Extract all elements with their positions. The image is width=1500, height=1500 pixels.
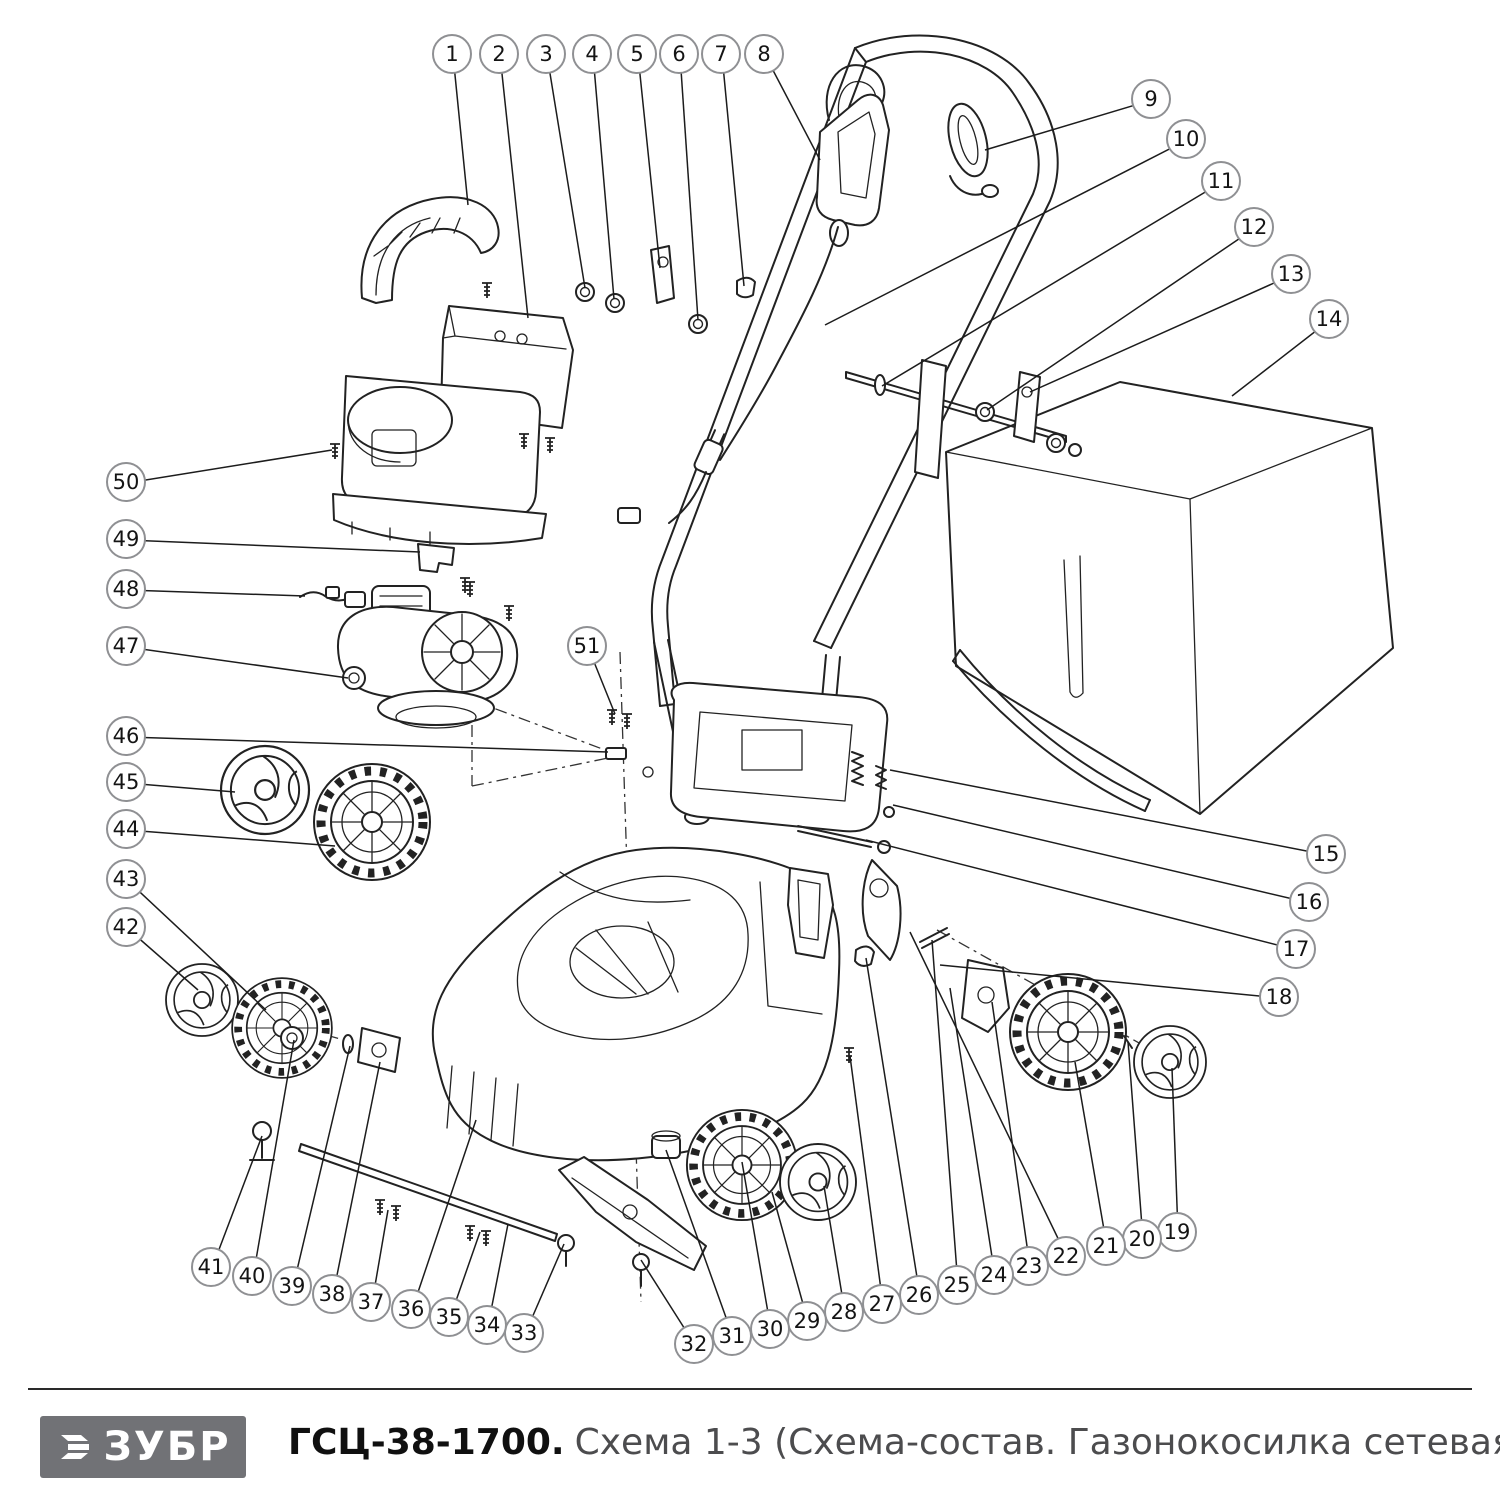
handle-knob [947,102,999,198]
footer-divider [28,1388,1472,1390]
brand-name: ЗУБР [103,1424,231,1470]
adjuster-rod [845,359,1082,479]
main-deck [431,846,841,1162]
scheme-subtitle: Схема 1-3 (Схема-состав. Газонокосилка с… [574,1422,1500,1463]
right-wheels [1010,974,1207,1099]
power-cable [617,226,839,524]
zubr-logo-icon [61,1435,90,1459]
grass-bag [945,381,1394,815]
footer: ЗУБР ГСЦ-38-1700.Схема 1-3 (Схема-состав… [0,1388,1500,1500]
deck-screws [605,709,654,778]
brand-logo: ЗУБР [40,1416,246,1478]
power-cord-connector [299,586,366,608]
rear-deck [669,681,895,854]
motor-housing [329,375,556,545]
carry-handle [360,196,500,304]
motor-assembly [336,581,519,729]
blade [558,1156,707,1287]
diagram-title: ГСЦ-38-1700.Схема 1-3 (Схема-состав. Газ… [288,1422,1500,1463]
cable-clip [417,543,471,594]
height-lever-brackets [843,859,1010,1064]
model-number: ГСЦ-38-1700. [288,1422,565,1463]
switch-housing [815,64,890,247]
